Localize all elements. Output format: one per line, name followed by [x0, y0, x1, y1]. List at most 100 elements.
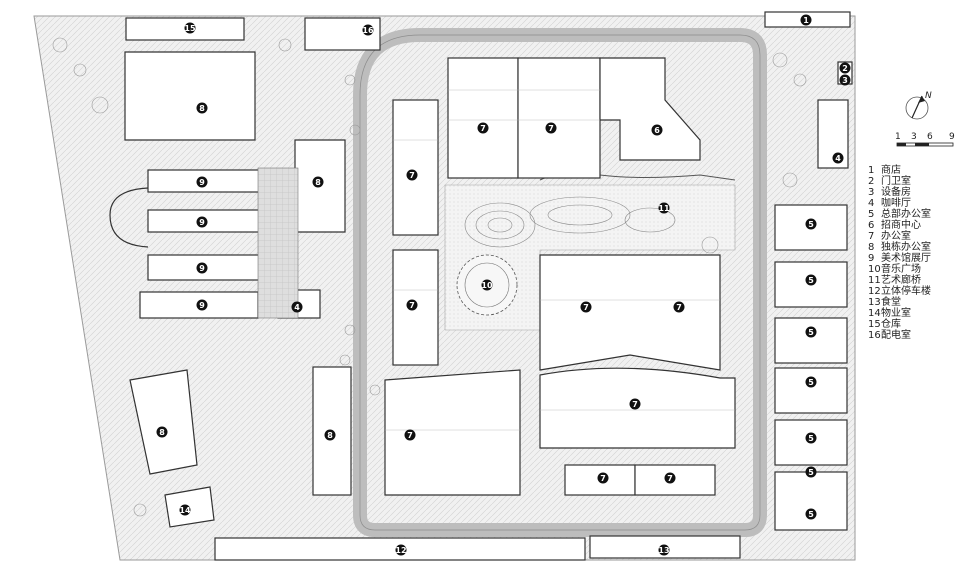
marker-7-office-c-number: 7: [409, 171, 415, 180]
legend-number-13: 13: [868, 297, 881, 308]
marker-9-gallery-c-number: 9: [199, 264, 205, 273]
marker-8-standalone-office-b-badge: [312, 176, 324, 188]
marker-7-office-g: 7: [404, 429, 416, 441]
legend-number-1: 1: [868, 165, 874, 176]
marker-8-standalone-office-a: 8: [196, 102, 208, 114]
marker-8-standalone-office-a-number: 8: [199, 104, 205, 113]
marker-5-hq-office-4-badge: [805, 376, 817, 388]
hq-office-6: [774, 471, 848, 531]
marker-9-gallery-a: 9: [196, 176, 208, 188]
marker-14-property-office-number: 14: [179, 506, 191, 515]
marker-15-warehouse-badge: [184, 22, 196, 34]
scale-tick-9: 9: [949, 132, 955, 142]
marker-5-hq-office-3-badge: [805, 326, 817, 338]
marker-7-office-h-badge: [629, 398, 641, 410]
marker-16-power-room-badge: [362, 24, 374, 36]
marker-7-office-f-number: 7: [676, 303, 682, 312]
marker-13-canteen: 13: [658, 544, 670, 556]
north-label: N: [925, 91, 932, 101]
marker-8-standalone-office-d-number: 8: [327, 431, 333, 440]
marker-11-art-bridge: 11: [658, 202, 670, 214]
marker-5-hq-office-5: 5: [805, 432, 817, 444]
marker-5-hq-office-6: 5: [805, 508, 817, 520]
marker-8-standalone-office-c-number: 8: [159, 428, 165, 437]
standalone-office-c: [129, 369, 198, 475]
marker-7-office-j-number: 7: [667, 474, 673, 483]
scale-tick-1: 1: [895, 132, 901, 142]
marker-7-office-d: 7: [406, 299, 418, 311]
marker-5-hq-office-4-number: 5: [808, 378, 814, 387]
marker-16-power-room-number: 16: [362, 26, 374, 35]
ring-road-edge: [359, 34, 761, 531]
legend-label-9: 美术馆展厅: [881, 251, 931, 264]
legend-number-8: 8: [868, 242, 874, 253]
marker-7-office-e-badge: [580, 301, 592, 313]
marker-6-investment-center-badge: [651, 124, 663, 136]
marker-5-hq-office-2-badge: [805, 274, 817, 286]
marker-2-guard-room: 2: [839, 62, 851, 74]
marker-3-equipment-room: 3: [839, 74, 851, 86]
marker-14-property-office: 14: [179, 504, 191, 516]
marker-2-guard-room-number: 2: [842, 64, 848, 73]
marker-7-office-g-number: 7: [407, 431, 413, 440]
marker-5-hq-office-6-badge: [805, 508, 817, 520]
marker-8-standalone-office-a-badge: [196, 102, 208, 114]
marker-8-standalone-office-b: 8: [312, 176, 324, 188]
marker-7-office-f-badge: [673, 301, 685, 313]
marker-7-office-d-badge: [406, 299, 418, 311]
marker-1-shop-badge: [800, 14, 812, 26]
legend-number-14: 14: [868, 308, 881, 319]
legend-number-10: 10: [868, 264, 881, 275]
marker-1-shop: 1: [800, 14, 812, 26]
marker-12-parking-number: 12: [395, 546, 406, 555]
legend-label-3: 设备房: [881, 185, 911, 198]
marker-4-cafe-east-number: 4: [835, 154, 841, 163]
marker-5-hq-office-2-number: 5: [808, 276, 814, 285]
legend-label-2: 门卫室: [881, 174, 911, 187]
marker-4-cafe-west: 4: [291, 301, 303, 313]
marker-9-gallery-b-badge: [196, 216, 208, 228]
marker-7-office-c: 7: [406, 169, 418, 181]
hq-office-4: [774, 367, 848, 414]
marker-7-office-d-number: 7: [409, 301, 415, 310]
gallery-arc: [109, 187, 149, 248]
office-building-south-west: [384, 369, 521, 496]
marker-8-standalone-office-c-badge: [156, 426, 168, 438]
marker-4-cafe-west-number: 4: [294, 303, 300, 312]
legend-number-15: 15: [868, 319, 881, 330]
marker-13-canteen-number: 13: [658, 546, 669, 555]
marker-5-hq-office-7-number: 5: [808, 468, 814, 477]
marker-5-hq-office-2: 5: [805, 274, 817, 286]
legend-label-14: 物业室: [881, 306, 911, 319]
marker-16-power-room: 16: [362, 24, 374, 36]
marker-7-office-b: 7: [545, 122, 557, 134]
marker-7-office-f: 7: [673, 301, 685, 313]
marker-9-gallery-c: 9: [196, 262, 208, 274]
marker-7-office-e: 7: [580, 301, 592, 313]
marker-12-parking-badge: [395, 544, 407, 556]
scale-tick-3: 3: [911, 132, 917, 142]
marker-14-property-office-badge: [179, 504, 191, 516]
marker-6-investment-center-number: 6: [654, 126, 660, 135]
marker-7-office-i-badge: [597, 472, 609, 484]
legend-number-5: 5: [868, 209, 874, 220]
legend-number-6: 6: [868, 220, 874, 231]
legend-number-4: 4: [868, 198, 874, 209]
marker-2-guard-room-badge: [839, 62, 851, 74]
marker-8-standalone-office-d: 8: [324, 429, 336, 441]
marker-10-music-plaza-number: 10: [481, 281, 493, 290]
marker-5-hq-office-7-badge: [805, 466, 817, 478]
marker-10-music-plaza-badge: [481, 279, 493, 291]
scale-bar: [896, 142, 954, 147]
marker-7-office-j: 7: [664, 472, 676, 484]
office-building-west-1: [392, 99, 439, 236]
marker-4-cafe-east: 4: [832, 152, 844, 164]
marker-10-music-plaza: 10: [481, 279, 493, 291]
marker-4-cafe-west-badge: [291, 301, 303, 313]
trees: [52, 37, 807, 517]
landscape-courtyard: [444, 184, 736, 331]
marker-5-hq-office-6-number: 5: [808, 510, 814, 519]
office-building-north-mid: [517, 57, 601, 179]
